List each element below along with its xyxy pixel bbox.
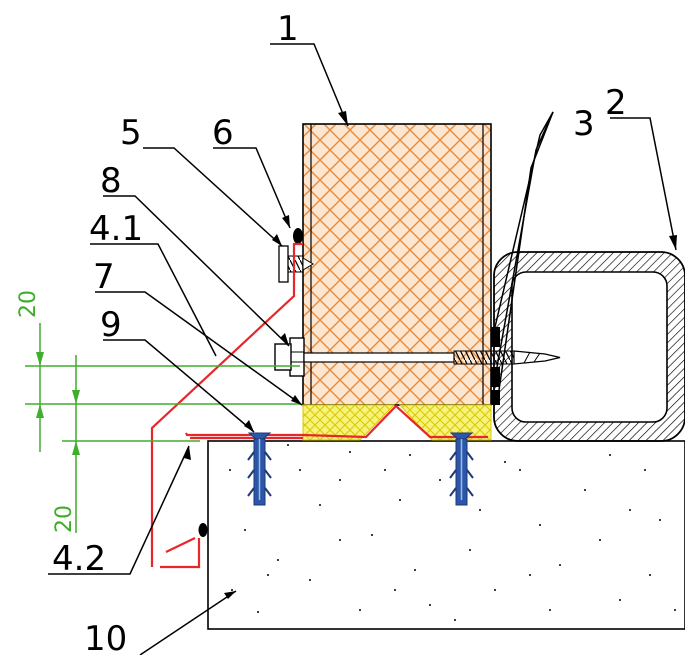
steel-square-tube bbox=[493, 251, 685, 442]
leader-lines bbox=[48, 43, 677, 655]
leader-arrowheads bbox=[184, 111, 677, 599]
callout-1: 1 bbox=[277, 9, 299, 49]
anchor-dowel-left bbox=[247, 432, 272, 506]
callout-3: 3 bbox=[573, 104, 595, 144]
callout-4-1: 4.1 bbox=[89, 209, 143, 249]
sealing-tape bbox=[491, 327, 500, 405]
callout-8: 8 bbox=[100, 161, 122, 201]
dimension-lines bbox=[25, 323, 300, 533]
dimension-upper: 20 bbox=[16, 290, 41, 318]
foam-sealant bbox=[302, 404, 492, 441]
callout-6: 6 bbox=[212, 113, 234, 153]
callout-5: 5 bbox=[120, 113, 142, 153]
callout-10: 10 bbox=[84, 619, 127, 655]
callout-2: 2 bbox=[605, 83, 627, 123]
red-flashing bbox=[150, 242, 488, 569]
self-tapping-screw bbox=[278, 245, 314, 283]
callout-4-2: 4.2 bbox=[52, 539, 106, 579]
sealant-bead-lower bbox=[198, 523, 208, 537]
anchor-dowel-right bbox=[449, 432, 474, 506]
sealant-bead-upper bbox=[293, 228, 303, 244]
concrete-base bbox=[207, 440, 685, 630]
through-bolt bbox=[274, 337, 561, 377]
dimension-lower: 20 bbox=[52, 505, 77, 533]
callout-9: 9 bbox=[100, 305, 122, 345]
callout-7: 7 bbox=[93, 257, 115, 297]
